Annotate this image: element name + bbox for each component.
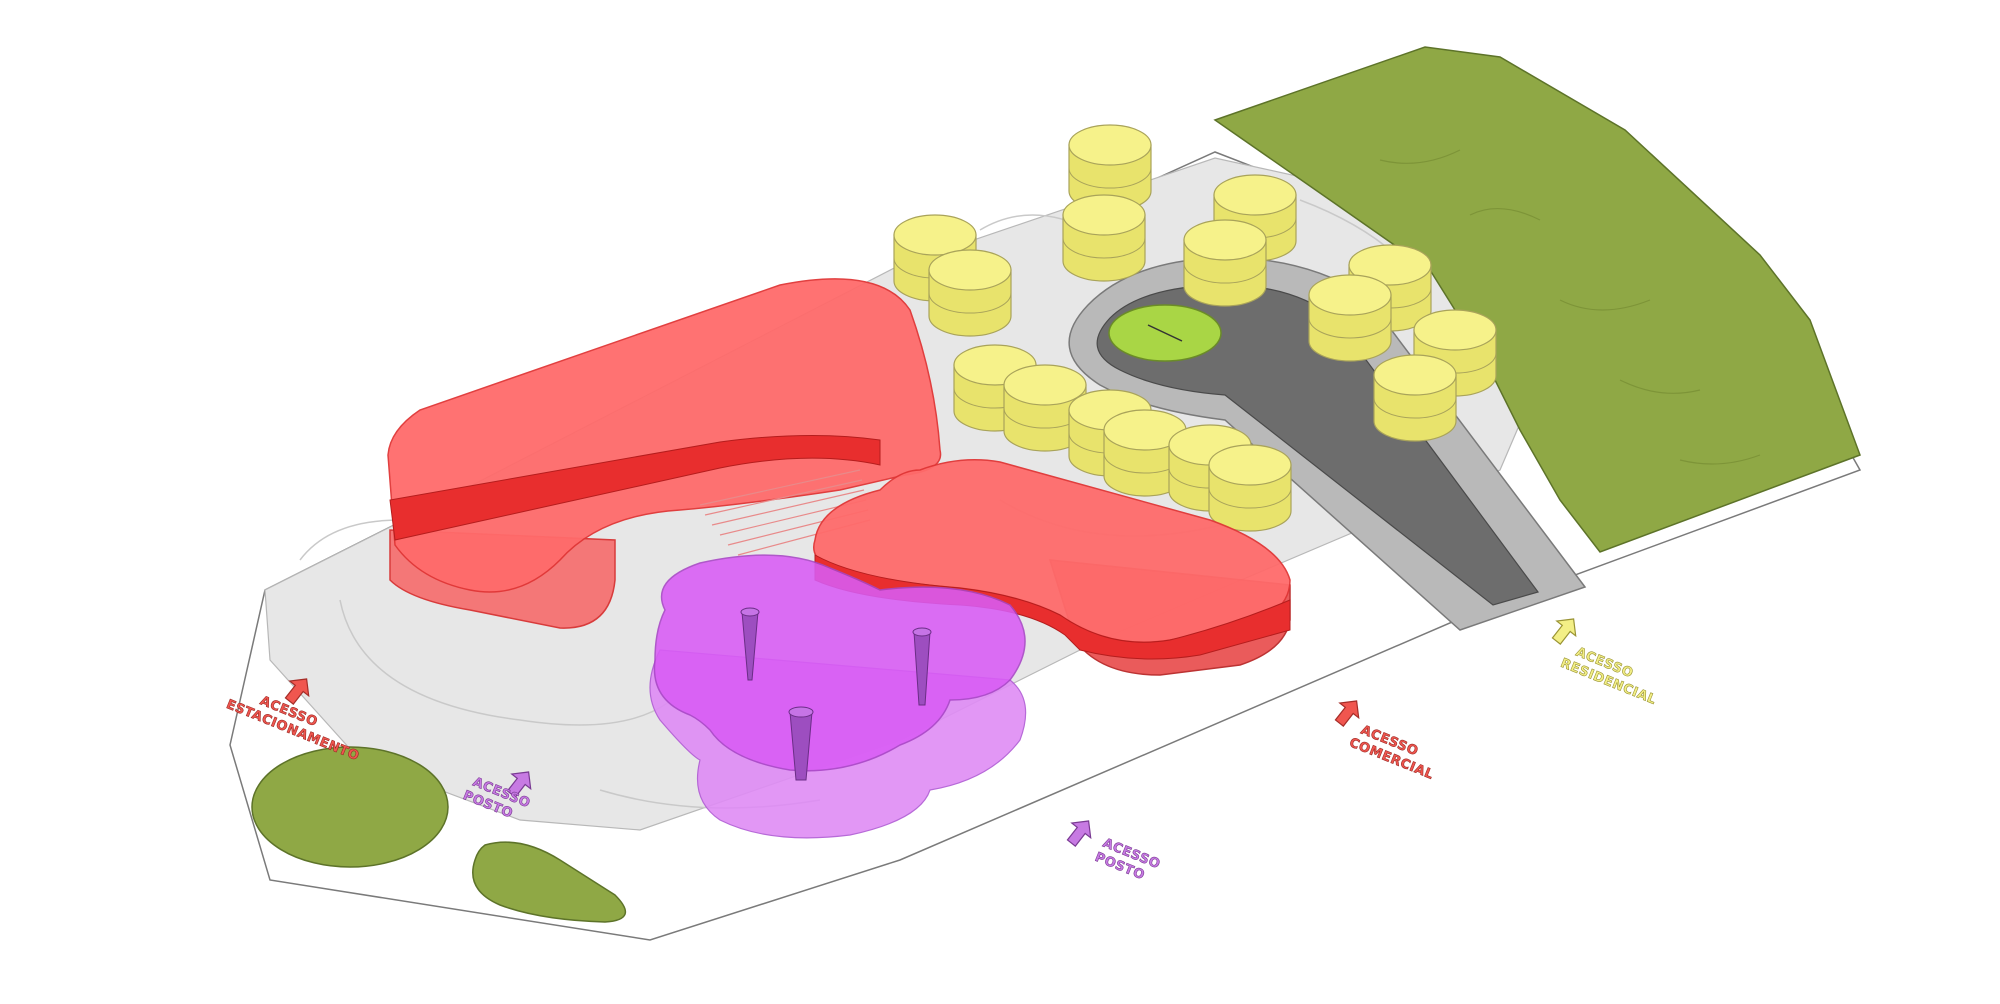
- tower-floor-line: [1068, 167, 1152, 189]
- tower-roof: [928, 249, 1012, 291]
- commercial-block-left: [387, 278, 942, 593]
- residential-tower: [1308, 274, 1392, 362]
- commercial-building: [387, 278, 1291, 676]
- tower-floor-line: [1062, 237, 1146, 259]
- residential-tower: [1103, 409, 1187, 497]
- tower-roof: [1373, 354, 1457, 396]
- green-area-teardrop: [472, 841, 627, 923]
- residential-tower: [1068, 124, 1152, 212]
- tower-roof: [1308, 274, 1392, 316]
- roundabout-axis: [1147, 324, 1183, 342]
- residential-tower: [1062, 194, 1146, 282]
- fuel-pump-top-1: [740, 607, 760, 617]
- tower-roof: [1208, 444, 1292, 486]
- tower-roof: [1213, 174, 1297, 216]
- fuel-pump-top-3: [788, 706, 814, 718]
- arrow-acesso-posto-bottom: [1066, 820, 1092, 847]
- tower-floor-line: [1183, 262, 1267, 284]
- tower-roof: [1348, 244, 1432, 286]
- label-acesso-posto-bottom: ACESSO POSTO: [1092, 836, 1162, 884]
- road: [1096, 284, 1539, 606]
- tower-floor-line: [1208, 487, 1292, 509]
- tower-floor-line: [1308, 317, 1392, 339]
- tower-roof: [1183, 219, 1267, 261]
- arrow-acesso-residencial: [1551, 618, 1577, 645]
- residential-tower: [928, 249, 1012, 337]
- tower-roof: [1003, 364, 1087, 406]
- green-area-right: [1213, 46, 1861, 553]
- green-area-texture: [1379, 149, 1761, 465]
- arrow-acesso-estacionamento: [284, 678, 310, 705]
- residential-tower: [1373, 354, 1457, 442]
- commercial-block-left-edge: [389, 434, 881, 541]
- arrow-acesso-comercial: [1334, 700, 1360, 727]
- tower-roof: [1068, 124, 1152, 166]
- tower-roof: [1062, 194, 1146, 236]
- tower-floor-line: [928, 292, 1012, 314]
- label-acesso-comercial: ACESSO COMERCIAL: [1347, 723, 1436, 784]
- tower-roof: [1413, 309, 1497, 351]
- residential-tower: [1183, 219, 1267, 307]
- fuel-pump-top-2: [912, 627, 932, 637]
- tower-floor-line: [1373, 397, 1457, 419]
- residential-towers: [893, 124, 1497, 532]
- tower-roof: [893, 214, 977, 256]
- access-arrows: [284, 618, 1577, 847]
- arrow-acesso-posto-left: [506, 771, 532, 798]
- label-acesso-residencial: ACESSO RESIDENCIAL: [1558, 645, 1659, 709]
- green-area-round: [251, 746, 449, 868]
- residential-tower: [1208, 444, 1292, 532]
- fuel-station: [649, 554, 1027, 839]
